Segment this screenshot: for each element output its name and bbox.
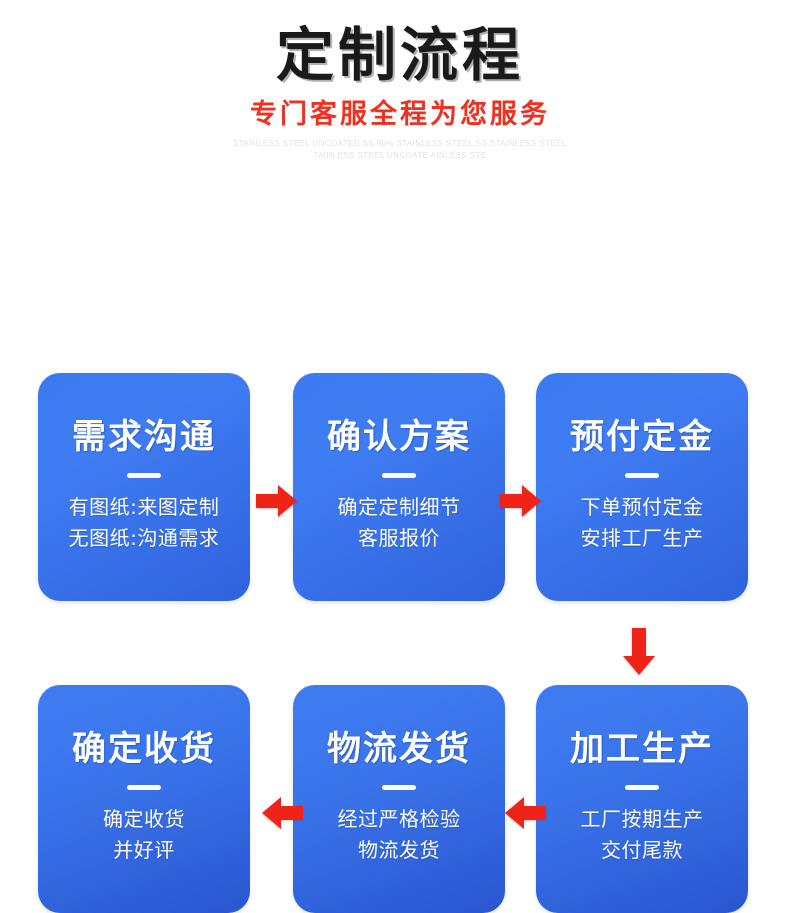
arrow-left-icon [505,796,547,830]
watermark-text: STAINLESS STEEL UNCOATED SS 90% STAINLES… [0,138,800,161]
flow-step-detail-line: 下单预付定金 [580,495,704,520]
flow-step-title: 物流发货 [327,728,471,769]
flow-step-title: 确定收货 [72,728,216,769]
flow-step-title: 加工生产 [570,728,714,769]
flow-step-card-1[interactable]: 需求沟通 有图纸:来图定制 无图纸:沟通需求 [38,372,250,601]
watermark-line-1: STAINLESS STEEL UNCOATED SS 90% STAINLES… [233,139,567,149]
flow-step-detail-line: 有图纸:来图定制 [68,495,220,520]
flow-step-detail-line: 并好评 [113,838,175,863]
flow-step-title: 确认方案 [327,416,471,457]
page-subtitle: 专门客服全程为您服务 [250,98,550,130]
flow-step-card-6[interactable]: 确定收货 确定收货 并好评 [38,684,250,913]
page-title: 定制流程 [275,21,524,89]
flow-step-card-3[interactable]: 预付定金 下单预付定金 安排工厂生产 [536,372,748,601]
title-divider [127,785,161,791]
flow-step-card-2[interactable]: 确认方案 确定定制细节 客服报价 [293,372,505,601]
flow-step-detail-line: 交付尾款 [601,838,683,863]
title-divider [127,473,161,479]
flow-step-detail-line: 确定收货 [103,807,185,832]
flow-step-card-4[interactable]: 加工生产 工厂按期生产 交付尾款 [536,684,748,913]
flow-step-detail-line: 确定定制细节 [337,495,461,520]
flow-step-detail-line: 工厂按期生产 [580,807,704,832]
watermark-line-2: TAINLESS STEEL UNCOATE AINLESS STE [313,151,487,161]
flow-step-detail-line: 客服报价 [358,526,440,551]
arrow-down-icon [622,627,656,676]
page-header: 定制流程 专门客服全程为您服务 STAINLESS STEEL UNCOATED… [0,0,800,162]
title-divider [625,785,659,791]
arrow-right-icon [500,484,542,518]
flow-step-detail-line: 无图纸:沟通需求 [68,526,220,551]
title-divider [382,785,416,791]
flow-step-detail-line: 经过严格检验 [337,807,461,832]
flow-step-title: 需求沟通 [72,416,216,457]
flow-step-title: 预付定金 [570,416,714,457]
title-divider [625,473,659,479]
title-divider [382,473,416,479]
process-flow-diagram: 需求沟通 有图纸:来图定制 无图纸:沟通需求 确认方案 确定定制细节 客服报价 … [0,162,800,913]
flow-step-detail-line: 安排工厂生产 [580,526,704,551]
arrow-left-icon [262,796,304,830]
flow-step-detail-line: 物流发货 [358,838,440,863]
arrow-right-icon [256,484,298,518]
flow-step-card-5[interactable]: 物流发货 经过严格检验 物流发货 [293,684,505,913]
